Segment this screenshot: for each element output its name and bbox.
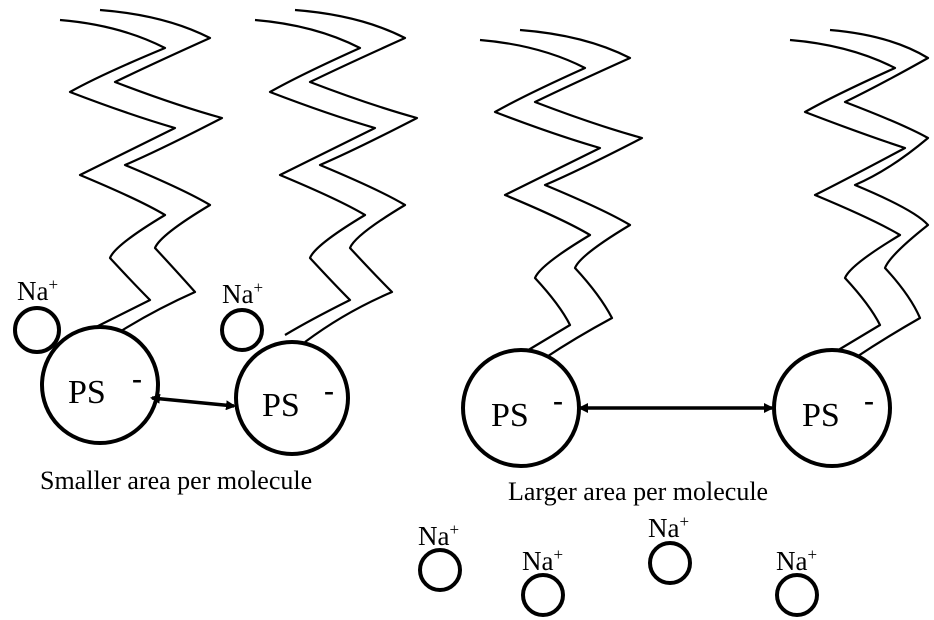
tail-right1-a [479, 38, 602, 353]
caption-smaller-area: Smaller area per molecule [40, 466, 312, 495]
counterion-bottom3: Na+ [648, 512, 692, 585]
counterion-left2: Na+ [220, 278, 264, 352]
counterion-label: Na+ [648, 512, 689, 543]
counterion-circle [648, 541, 692, 585]
caption-larger-area: Larger area per molecule [508, 477, 768, 506]
counterion-left1: Na+ [13, 275, 61, 354]
headgroup-charge: - [553, 384, 563, 417]
headgroup-left1: PS - [40, 325, 160, 445]
headgroup-right1: PS - [461, 348, 581, 468]
counterion-circle [418, 548, 462, 592]
counterion-label: Na+ [418, 520, 459, 551]
counterion-bottom4: Na+ [775, 545, 819, 617]
tail-left1-a [59, 18, 177, 331]
headgroup-circle [40, 325, 160, 445]
headgroup-charge: - [324, 374, 334, 407]
counterion-label: Na+ [522, 545, 563, 576]
counterion-label: Na+ [222, 278, 263, 309]
tail-right2-b [829, 28, 930, 359]
headgroup-label: PS [68, 374, 106, 411]
counterion-circle [521, 573, 565, 617]
counterion-circle [220, 308, 264, 352]
headgroup-charge: - [864, 384, 874, 417]
headgroup-circle [772, 348, 892, 468]
tail-left2-b [294, 8, 419, 343]
tail-right1-b [519, 28, 644, 359]
counterion-circle [775, 573, 819, 617]
headgroup-circle [234, 340, 350, 456]
counterion-bottom2: Na+ [521, 545, 565, 617]
headgroup-right2: PS - [772, 348, 892, 468]
counterion-circle [13, 306, 61, 354]
headgroup-label: PS [262, 387, 300, 424]
counterion-bottom1: Na+ [418, 520, 462, 592]
short-distance-arrow [150, 393, 236, 411]
headgroup-label: PS [802, 397, 840, 434]
tail-left2-a [254, 18, 377, 336]
headgroup-label: PS [491, 397, 529, 434]
counterion-label: Na+ [17, 275, 58, 306]
lipid-tails [59, 8, 930, 359]
headgroup-charge: - [132, 362, 142, 395]
tail-right2-a [789, 38, 907, 353]
tail-left1-b [99, 8, 224, 339]
counterion-label: Na+ [776, 545, 817, 576]
headgroup-left2: PS - [234, 340, 350, 456]
